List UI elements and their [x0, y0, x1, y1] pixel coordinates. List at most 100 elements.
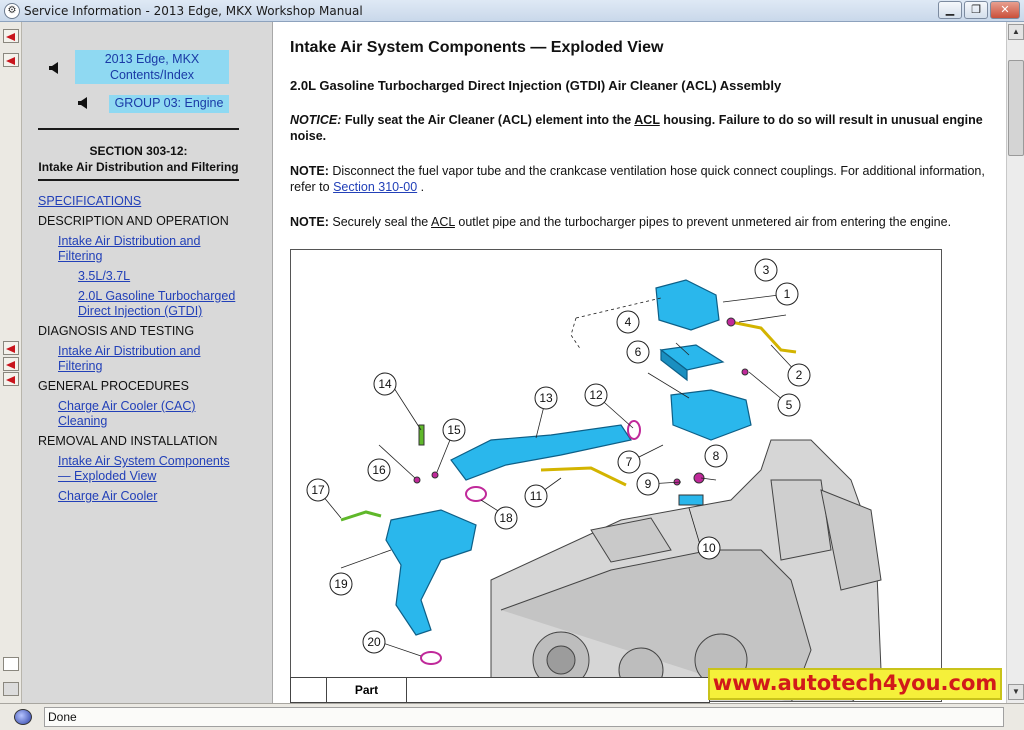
status-text: Done — [44, 707, 1004, 727]
window-controls: ▁ ❐ ✕ — [936, 1, 1020, 19]
note-paragraph: NOTE: Securely seal the ACL outlet pipe … — [290, 214, 990, 230]
back-icon[interactable] — [3, 53, 19, 67]
nav-heading-diagnosis: DIAGNOSIS AND TESTING — [38, 324, 195, 338]
svg-text:10: 10 — [702, 541, 716, 555]
window-title: Service Information - 2013 Edge, MKX Wor… — [24, 4, 363, 18]
group-engine-link[interactable]: GROUP 03: Engine — [109, 95, 229, 113]
svg-text:7: 7 — [626, 455, 633, 469]
divider — [38, 179, 239, 181]
scroll-down-button[interactable]: ▼ — [1008, 684, 1024, 700]
svg-text:16: 16 — [372, 463, 386, 477]
nav-heading-description: DESCRIPTION AND OPERATION — [38, 214, 229, 228]
acl-abbr: ACL — [634, 113, 660, 127]
svg-text:2: 2 — [796, 368, 803, 382]
component-parts — [385, 279, 752, 636]
svg-text:11: 11 — [530, 489, 543, 503]
section-heading: SECTION 303-12: Intake Air Distribution … — [38, 143, 239, 175]
callout-4: 4 — [616, 310, 640, 334]
vertical-scrollbar[interactable]: ▲ ▼ — [1006, 22, 1024, 703]
page-subheading: 2.0L Gasoline Turbocharged Direct Inject… — [290, 78, 782, 93]
minimize-button[interactable]: ▁ — [938, 1, 962, 19]
callout-17: 17 — [306, 478, 330, 502]
section-310-00-link[interactable]: Section 310-00 — [333, 180, 418, 194]
nav-heading-removal: REMOVAL AND INSTALLATION — [38, 434, 218, 448]
svg-text:14: 14 — [378, 377, 392, 391]
close-button[interactable]: ✕ — [990, 1, 1020, 19]
engine-illustration — [490, 439, 882, 701]
exploded-view-figure: 1 2 3 4 5 6 7 8 9 10 11 12 13 14 15 16 1… — [290, 249, 942, 702]
callout-1: 1 — [775, 282, 799, 306]
fasteners-clamps — [340, 317, 797, 665]
nav-3-5l-3-7l[interactable]: 3.5L/3.7L — [78, 269, 131, 283]
notice-text: Fully seat the Air Cleaner (ACL) element… — [341, 113, 635, 127]
scroll-up-button[interactable]: ▲ — [1008, 24, 1024, 40]
svg-text:20: 20 — [367, 635, 381, 649]
nav-cac-cleaning[interactable]: Charge Air Cooler (CAC) Cleaning — [58, 399, 196, 428]
svg-text:19: 19 — [334, 577, 348, 591]
back-arrow-icon[interactable] — [78, 97, 87, 109]
contents-index-link[interactable]: 2013 Edge, MKX Contents/Index — [75, 50, 229, 84]
scroll-thumb[interactable] — [1008, 60, 1024, 156]
print-icon[interactable] — [3, 682, 19, 696]
svg-text:9: 9 — [645, 477, 652, 491]
callout-11: 11 — [524, 484, 548, 508]
note-text: . — [417, 180, 425, 194]
callout-16: 16 — [367, 458, 391, 482]
callout-3: 3 — [754, 258, 778, 282]
notice-paragraph: NOTICE: Fully seat the Air Cleaner (ACL)… — [290, 112, 990, 144]
toolbar-strip — [0, 22, 22, 703]
callout-9: 9 — [636, 472, 660, 496]
nav-exploded-view[interactable]: Intake Air System Components — Exploded … — [58, 454, 230, 483]
note-text: Disconnect the fuel vapor tube and the c… — [290, 164, 985, 194]
svg-text:1: 1 — [784, 287, 791, 301]
back-icon[interactable] — [3, 29, 19, 43]
callout-12: 12 — [584, 383, 608, 407]
maximize-button[interactable]: ❐ — [964, 1, 988, 19]
app-icon: ⚙ — [4, 3, 20, 19]
callout-14: 14 — [373, 372, 397, 396]
callout-markers: 1 2 3 4 5 6 7 8 9 10 11 12 13 14 15 16 1… — [306, 258, 811, 654]
note-label: NOTE: — [290, 164, 329, 178]
notice-text: housing. Failure to do so will result in… — [290, 113, 983, 143]
acl-abbr: ACL — [431, 215, 455, 229]
note-text: outlet pipe and the turbocharger pipes t… — [454, 215, 952, 229]
nav-intake-air-description[interactable]: Intake Air Distribution and Filtering — [58, 234, 201, 263]
callout-6: 6 — [626, 340, 650, 364]
watermark: www.autotech4you.com — [708, 668, 1002, 700]
callout-15: 15 — [442, 418, 466, 442]
nav-intake-air-diagnosis[interactable]: Intake Air Distribution and Filtering — [58, 344, 201, 373]
globe-icon — [14, 709, 32, 725]
svg-text:4: 4 — [625, 315, 632, 329]
svg-text:8: 8 — [713, 449, 720, 463]
callout-19: 19 — [329, 572, 353, 596]
nav-specifications[interactable]: SPECIFICATIONS — [38, 194, 142, 208]
back-icon[interactable] — [3, 341, 19, 355]
callout-8: 8 — [704, 444, 728, 468]
nav-2-0l-gtdi[interactable]: 2.0L Gasoline Turbocharged Direct Inject… — [78, 289, 236, 318]
callout-2: 2 — [787, 363, 811, 387]
navigation-pane: 2013 Edge, MKX Contents/Index GROUP 03: … — [22, 22, 273, 703]
window-title-bar: ⚙ Service Information - 2013 Edge, MKX W… — [0, 0, 1024, 22]
document-icon[interactable] — [3, 657, 19, 671]
nav-charge-air-cooler[interactable]: Charge Air Cooler — [58, 489, 158, 503]
callout-5: 5 — [777, 393, 801, 417]
exploded-view-diagram: 1 2 3 4 5 6 7 8 9 10 11 12 13 14 15 16 1… — [306, 258, 882, 701]
note-text: Securely seal the — [328, 215, 432, 229]
status-bar: Done — [0, 703, 1024, 730]
note-paragraph: NOTE: Disconnect the fuel vapor tube and… — [290, 163, 990, 195]
notice-label: NOTICE: — [290, 113, 342, 127]
section-title: Intake Air Distribution and Filtering — [38, 160, 239, 174]
back-icon[interactable] — [3, 372, 19, 386]
svg-text:6: 6 — [635, 345, 642, 359]
svg-text:12: 12 — [589, 388, 603, 402]
callout-20: 20 — [362, 630, 386, 654]
back-arrow-icon[interactable] — [49, 62, 58, 74]
callout-7: 7 — [617, 450, 641, 474]
back-icon[interactable] — [3, 357, 19, 371]
divider — [38, 128, 239, 130]
svg-text:15: 15 — [447, 423, 461, 437]
section-number: SECTION 303-12: — [89, 144, 188, 158]
table-header-part: Part — [327, 678, 407, 703]
parts-table-header: Part — [290, 677, 710, 703]
callout-13: 13 — [534, 386, 558, 410]
